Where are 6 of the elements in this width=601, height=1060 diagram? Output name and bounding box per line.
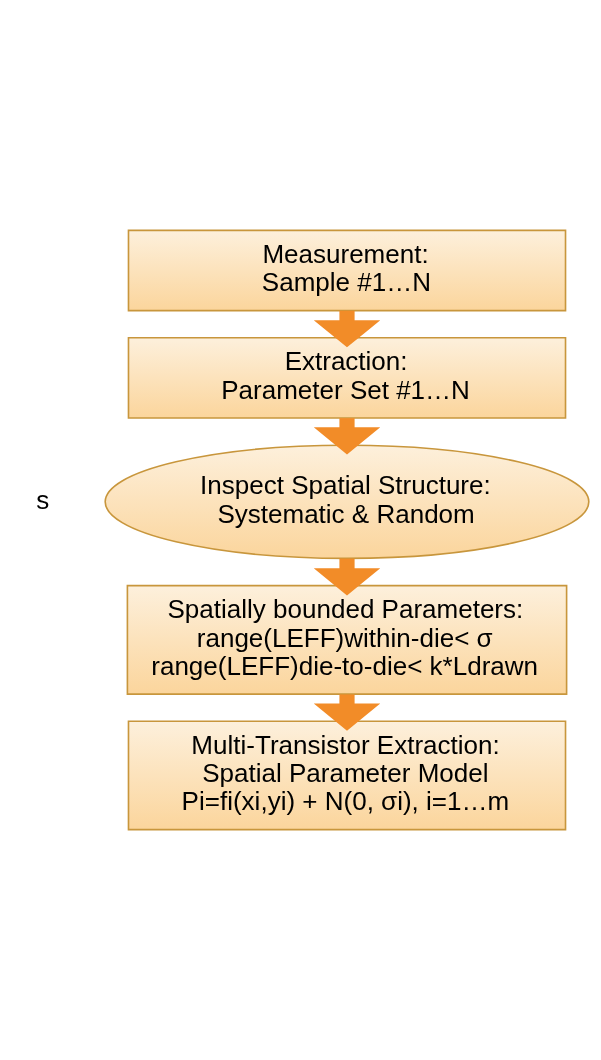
node-ellipse: Inspect Spatial Structure: Systematic & Random	[104, 444, 590, 560]
node-box: Measurement: Sample #1…N	[127, 229, 567, 312]
node-box: Spatially bounded Parameters: range(LEFF)within-die< σ range(LEFF)die-to-die< k*Ldrawn	[126, 584, 568, 695]
node-box: Extraction: Parameter Set #1…N	[127, 336, 567, 419]
node-box: Multi-Transistor Extraction: Spatial Parameter Model Pi=fi(xi,yi) + N(0, σi), i=1…m	[127, 720, 567, 831]
label: s	[36, 484, 50, 515]
